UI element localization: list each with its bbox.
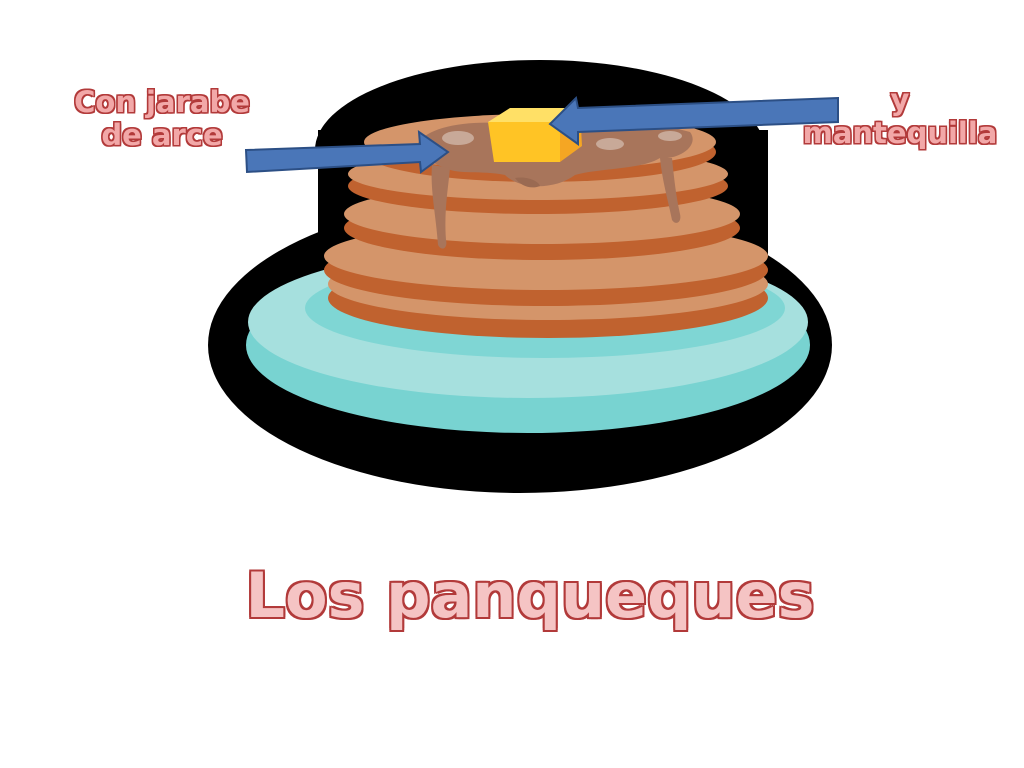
syrup-label: Con jarabe de arce <box>62 85 262 153</box>
butter-label-line-2: mantequilla <box>802 116 998 151</box>
butter-label-line-1: y <box>890 83 910 117</box>
arrow-left-icon <box>548 95 839 146</box>
butter-label: y mantequilla <box>790 83 1010 151</box>
arrow-right-icon <box>244 129 450 174</box>
syrup-label-line-2: de arce <box>101 118 223 153</box>
syrup-label-line-1: Con jarabe <box>74 85 250 119</box>
slide-title: Los panqueques <box>245 559 815 632</box>
